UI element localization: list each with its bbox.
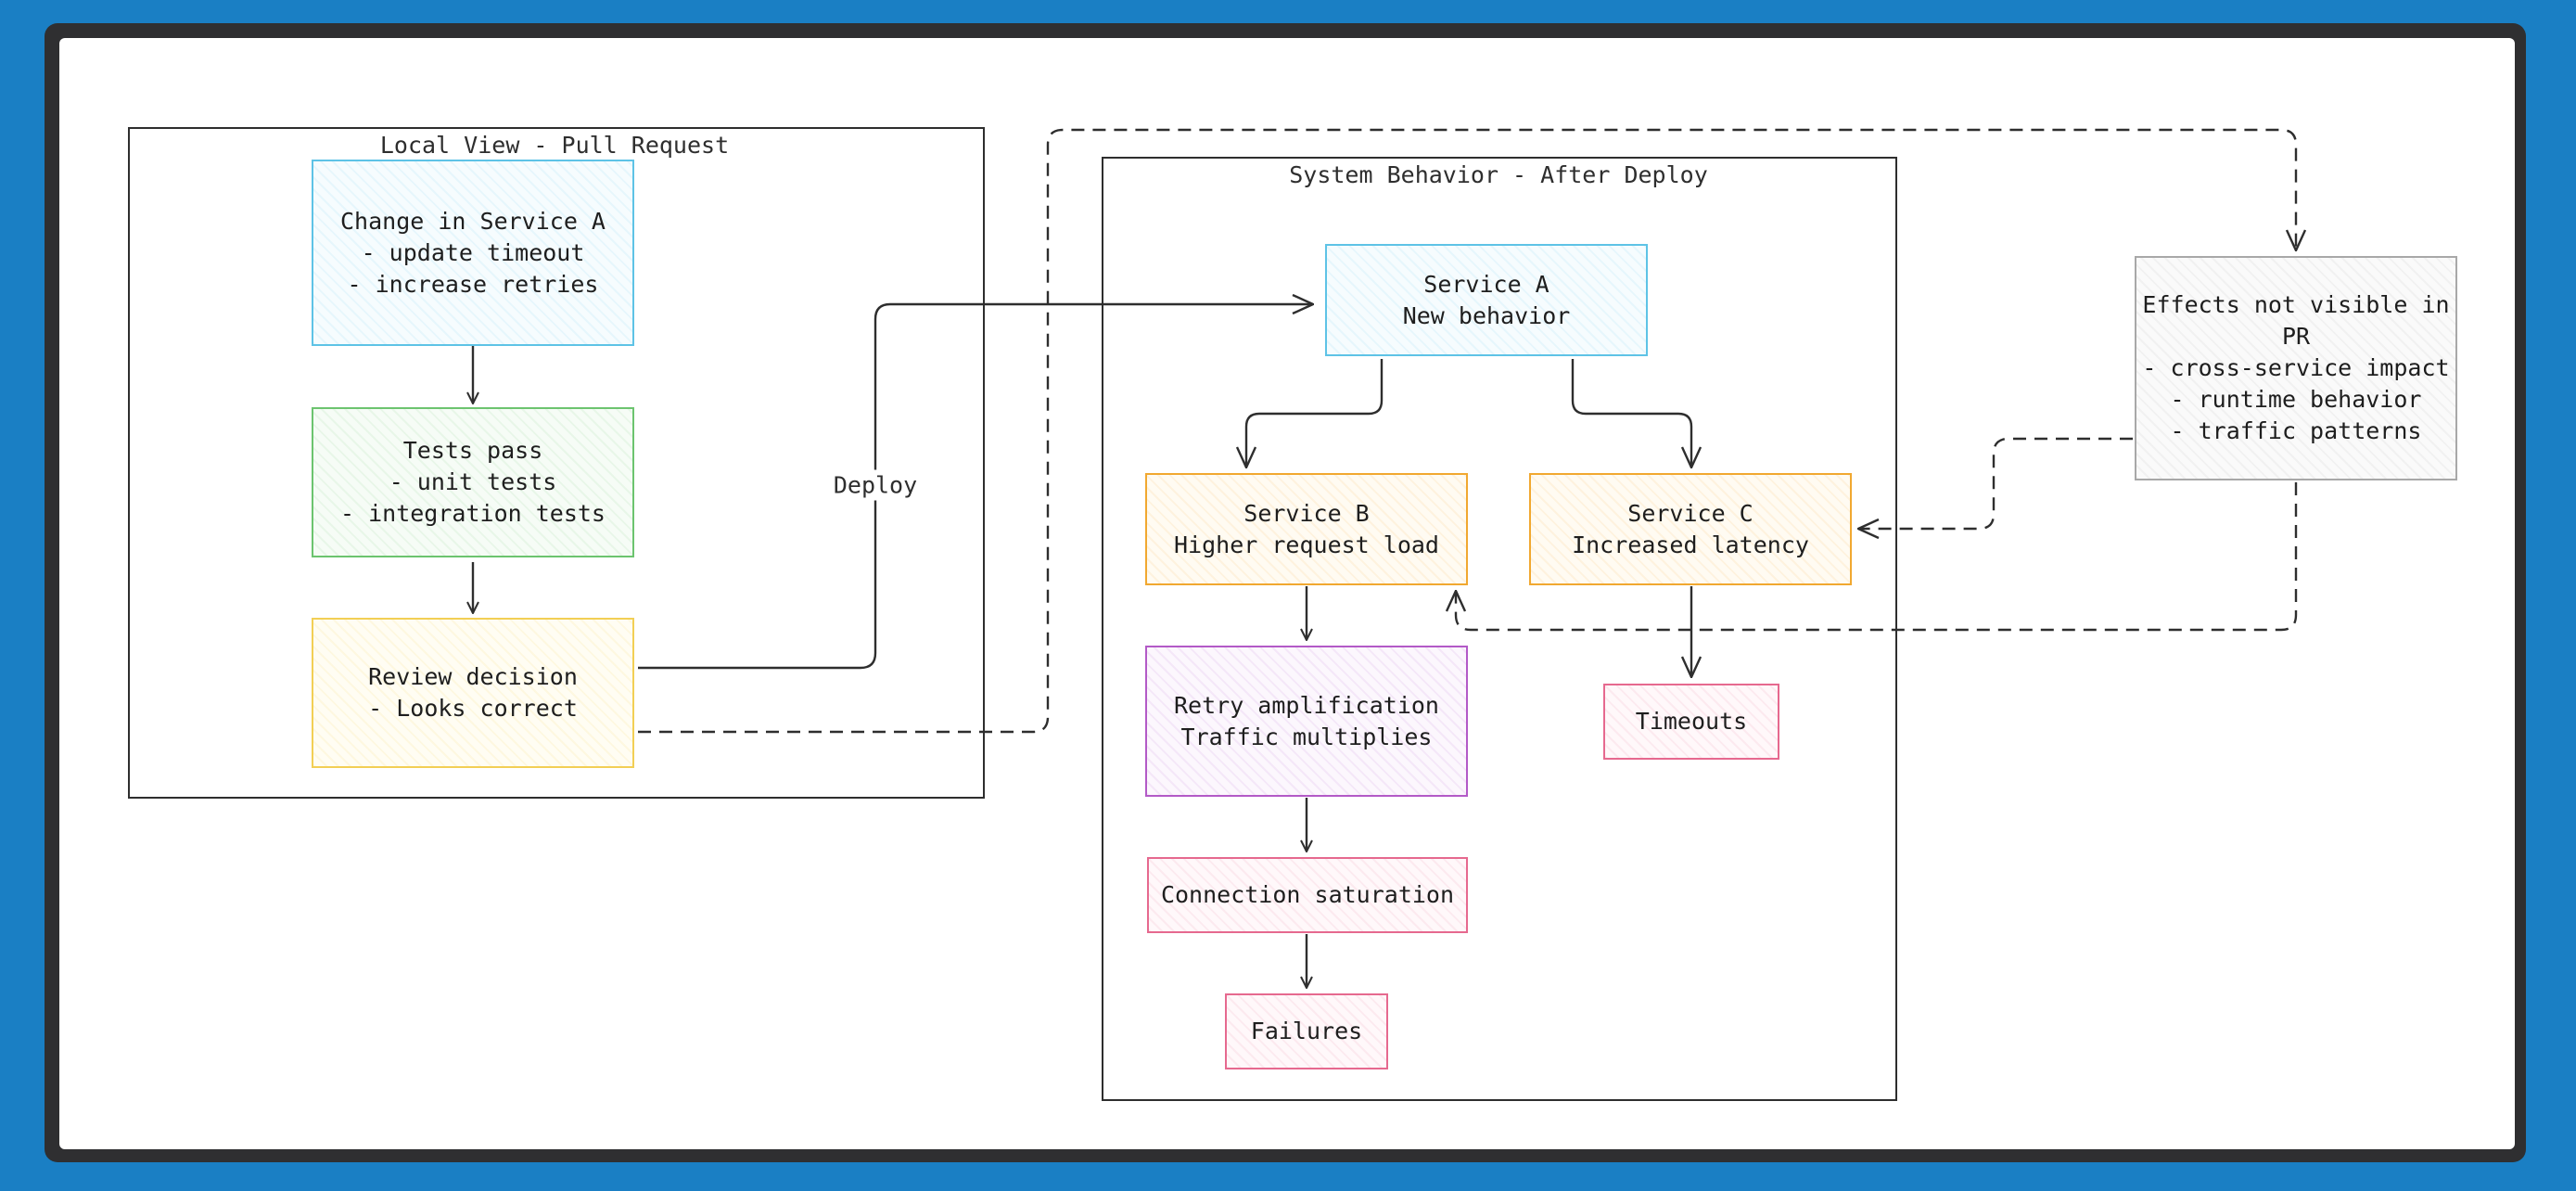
edge-effects-to-b [1456, 482, 2298, 632]
node-line: Retry amplification [1174, 691, 1439, 719]
node-line: - integration tests [340, 500, 606, 527]
node-service-b[interactable]: Service B Higher request load [1145, 473, 1468, 585]
node-service-c[interactable]: Service C Increased latency [1529, 473, 1852, 585]
node-line: Higher request load [1174, 531, 1439, 558]
node-line: New behavior [1402, 301, 1571, 329]
node-line: Increased latency [1572, 531, 1809, 558]
node-line: - update timeout [361, 238, 585, 266]
node-line: Connection saturation [1160, 881, 1455, 908]
group-system-behavior-label: System Behavior - After Deploy [1289, 161, 1708, 188]
node-line: - cross-service impact [2142, 354, 2450, 381]
node-line: Effects not visible in [2142, 291, 2450, 318]
node-line: - unit tests [389, 468, 557, 495]
node-review-decision[interactable]: Review decision - Looks correct [312, 618, 634, 768]
node-line: Service B [1243, 499, 1370, 527]
node-line: Service C [1627, 499, 1753, 527]
node-line: PR [2281, 323, 2311, 350]
node-line: Traffic multiplies [1180, 723, 1433, 750]
node-line: - runtime behavior [2170, 386, 2422, 413]
deploy-label: Deploy [829, 469, 922, 501]
node-timeouts[interactable]: Timeouts [1603, 684, 1779, 760]
node-line: Change in Service A [340, 207, 606, 235]
edge-effects-to-c [1858, 437, 2133, 529]
node-connection-saturation[interactable]: Connection saturation [1147, 857, 1468, 933]
node-tests-pass[interactable]: Tests pass - unit tests - integration te… [312, 407, 634, 557]
node-line: Service A [1423, 270, 1549, 298]
node-change-in-service-a[interactable]: Change in Service A - update timeout - i… [312, 160, 634, 346]
node-line: Review decision [368, 663, 578, 690]
node-line: - increase retries [347, 270, 599, 298]
node-retry-amplification[interactable]: Retry amplification Traffic multiplies [1145, 646, 1468, 797]
group-local-view [128, 127, 985, 799]
node-line: - Looks correct [368, 695, 578, 722]
node-effects-not-visible[interactable]: Effects not visible in PR - cross-servic… [2135, 256, 2457, 480]
edge-review-to-effects [638, 128, 2296, 734]
node-line: Tests pass [402, 437, 543, 464]
node-line: - traffic patterns [2170, 417, 2422, 444]
group-local-view-label: Local View - Pull Request [379, 132, 730, 159]
node-line: Timeouts [1635, 708, 1748, 735]
node-service-a[interactable]: Service A New behavior [1325, 244, 1648, 356]
node-failures[interactable]: Failures [1225, 993, 1388, 1069]
edge-service-a-to-b [1246, 359, 1384, 467]
edge-service-a-to-c [1571, 359, 1691, 467]
node-line: Failures [1250, 1018, 1363, 1044]
